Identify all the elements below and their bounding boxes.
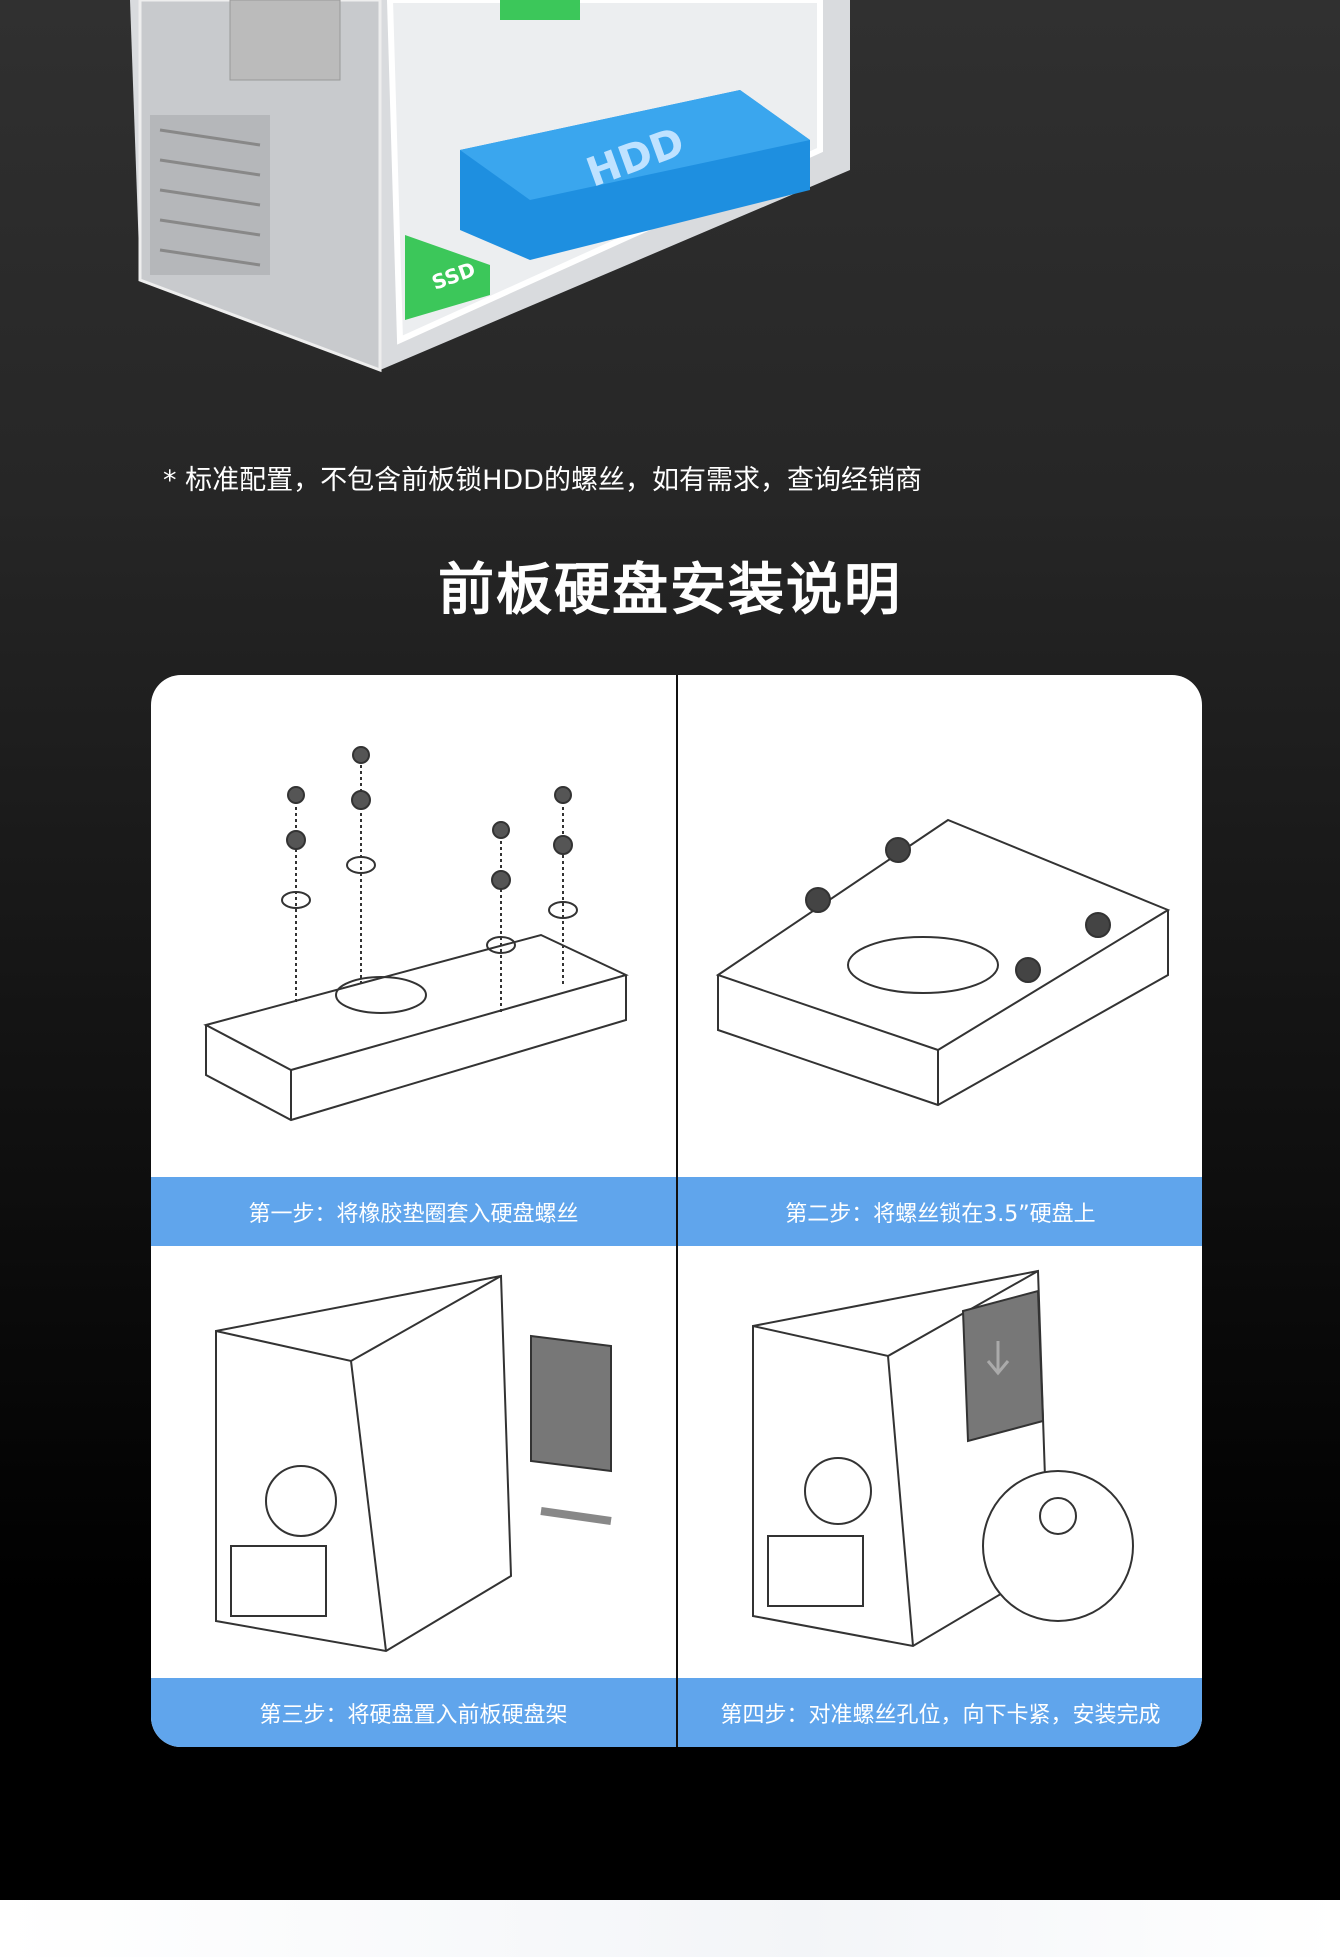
step-4-illustration	[678, 1246, 1202, 1747]
config-note: * 标准配置，不包含前板锁HDD的螺丝，如有需求，查询经销商	[163, 465, 922, 496]
section-title: 前板硬盘安装说明	[438, 558, 902, 623]
grid-divider	[676, 675, 678, 1747]
step-2-label: 第二步：将螺丝锁在3.5”硬盘上	[678, 1177, 1202, 1246]
step-1-illustration	[151, 675, 676, 1177]
install-steps-card: 第一步：将橡胶垫圈套入硬盘螺丝 第二步：将螺丝锁在3.5”硬盘上 第三步：将硬盘…	[151, 675, 1202, 1747]
step-4-label: 第四步：对准螺丝孔位，向下卡紧，安装完成	[678, 1678, 1202, 1747]
next-section-edge	[0, 1900, 1340, 1957]
case-product-image: HDD SSD	[120, 0, 880, 380]
step-2-illustration	[678, 675, 1202, 1177]
step-4: 第四步：对准螺丝孔位，向下卡紧，安装完成	[678, 1246, 1202, 1747]
step-1-label: 第一步：将橡胶垫圈套入硬盘螺丝	[151, 1177, 676, 1246]
step-1: 第一步：将橡胶垫圈套入硬盘螺丝	[151, 675, 676, 1246]
step-2: 第二步：将螺丝锁在3.5”硬盘上	[678, 675, 1202, 1246]
step-3: 第三步：将硬盘置入前板硬盘架	[151, 1246, 676, 1747]
step-3-illustration	[151, 1246, 676, 1747]
step-3-label: 第三步：将硬盘置入前板硬盘架	[151, 1678, 676, 1747]
